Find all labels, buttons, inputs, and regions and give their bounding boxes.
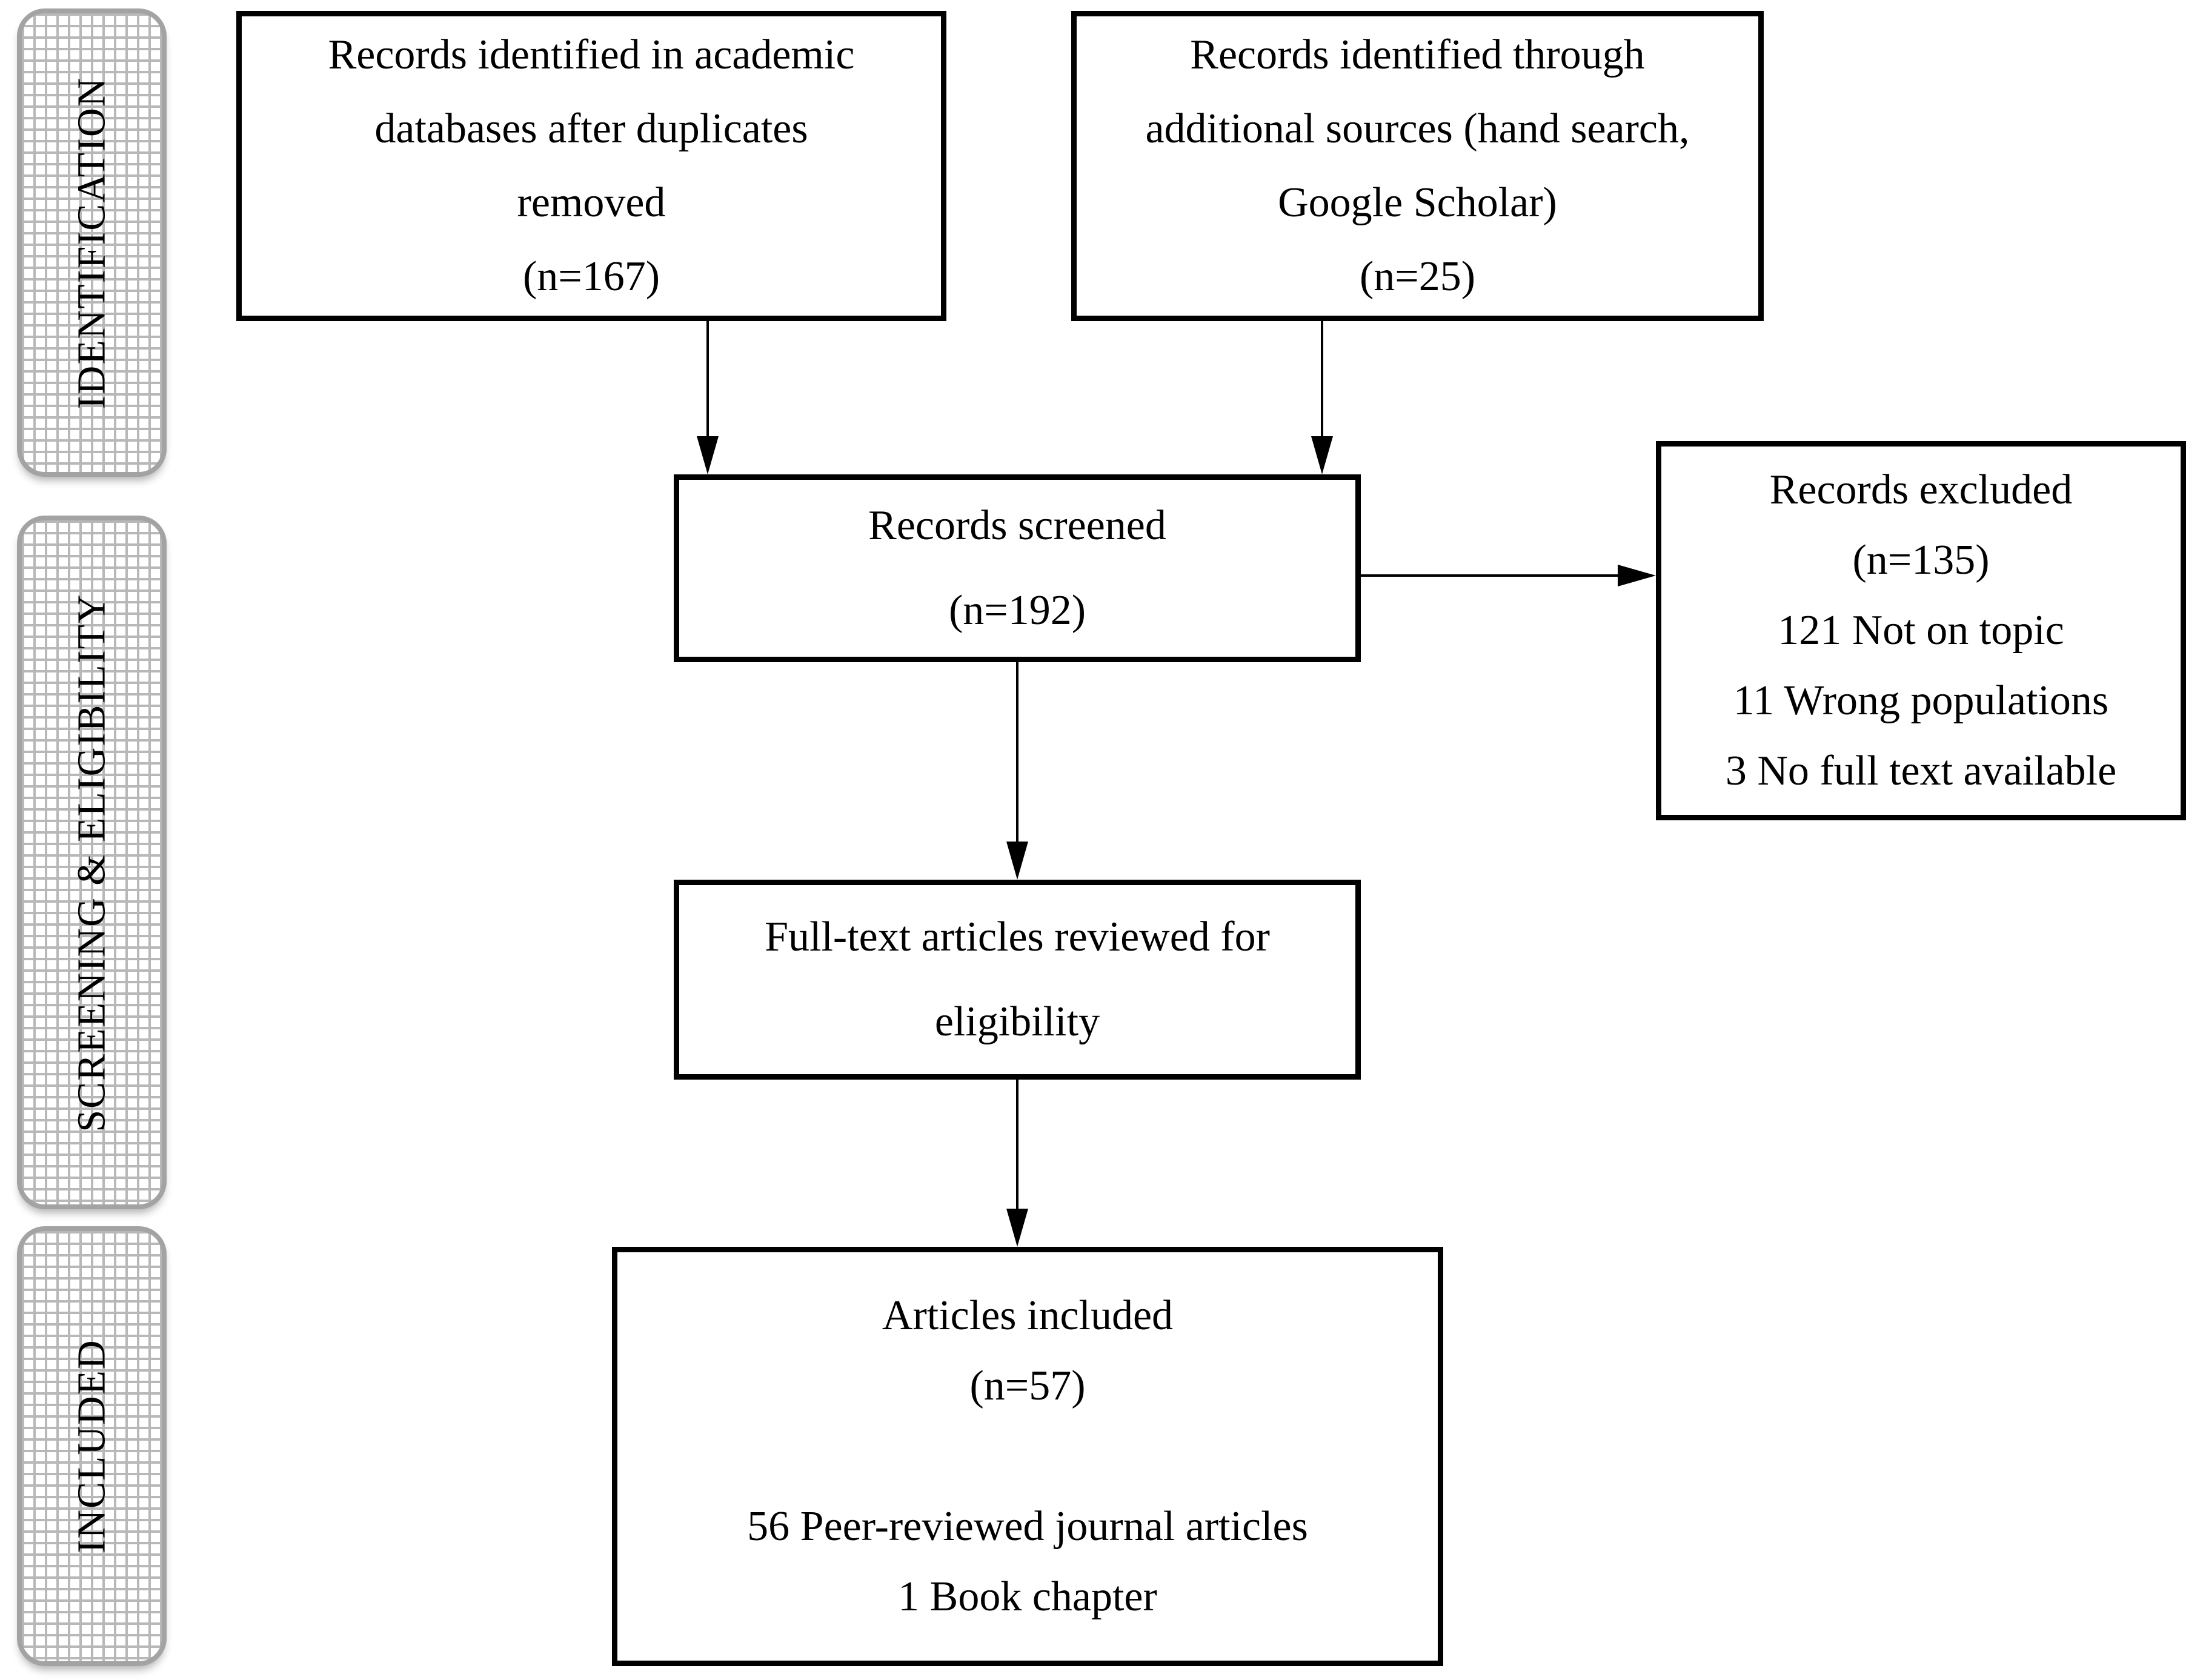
box-fulltext-reviewed: Full-text articles reviewed for eligibil… <box>674 880 1361 1080</box>
arrow-additional-to-screened-head <box>1311 436 1333 474</box>
box-records-screened: Records screened (n=192) <box>674 474 1361 662</box>
stage-band-identification: IDENTIFICATION <box>17 8 167 477</box>
stage-label-included: INCLUDED <box>69 1339 114 1553</box>
stage-label-identification: IDENTIFICATION <box>69 76 114 409</box>
stage-band-included: INCLUDED <box>17 1226 167 1666</box>
box-records-identified-databases: Records identified in academic databases… <box>236 11 946 321</box>
box-articles-included: Articles included (n=57) 56 Peer-reviewe… <box>612 1247 1443 1666</box>
arrow-screened-to-fulltext-head <box>1006 842 1028 880</box>
arrow-fulltext-to-included-head <box>1006 1209 1028 1247</box>
box-records-excluded: Records excluded (n=135) 121 Not on topi… <box>1656 441 2186 820</box>
stage-label-screening-eligibility: SCREENING & ELIGIBILITY <box>69 593 114 1132</box>
arrow-databases-to-screened-head <box>697 436 719 474</box>
stage-band-screening-eligibility: SCREENING & ELIGIBILITY <box>17 516 167 1209</box>
box-records-identified-additional: Records identified through additional so… <box>1071 11 1764 321</box>
arrow-screened-to-excluded-head <box>1618 565 1656 586</box>
